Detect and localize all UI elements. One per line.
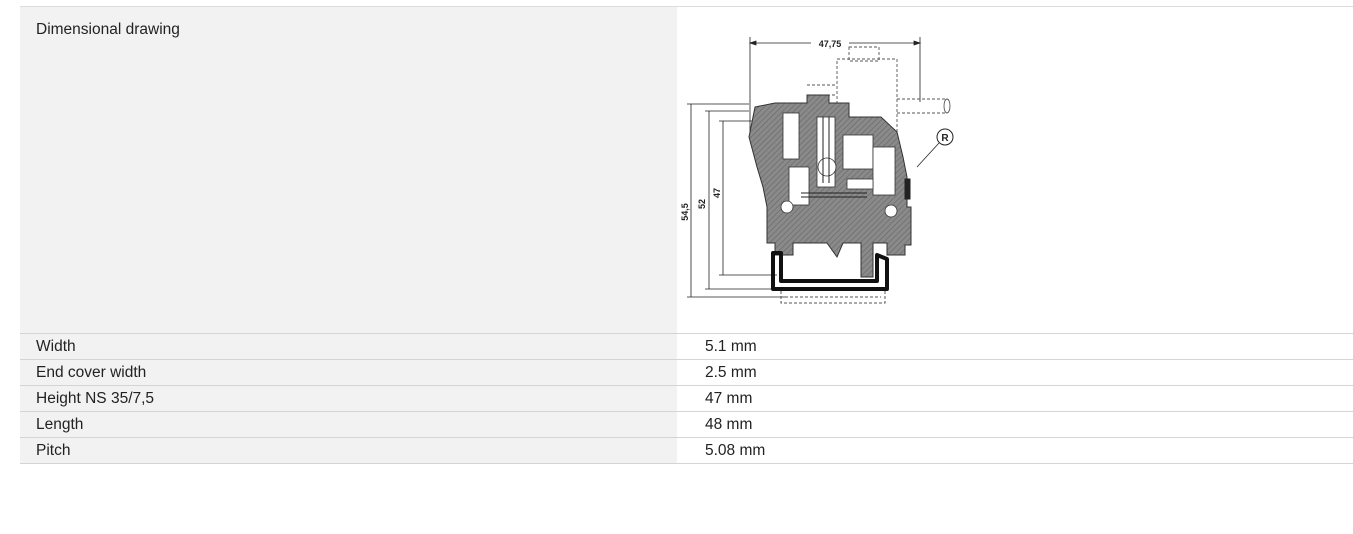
row-label: Height NS 35/7,5	[20, 386, 677, 411]
dim-h1-label: 54,5	[680, 203, 690, 221]
row-value: 2.5 mm	[677, 360, 1353, 385]
row-value: 5.08 mm	[677, 438, 1353, 463]
table-row: Length 48 mm	[20, 412, 1353, 438]
row-value: 47 mm	[677, 386, 1353, 411]
internal-details	[801, 117, 911, 200]
table-row: Width 5.1 mm	[20, 334, 1353, 360]
row-label: Length	[20, 412, 677, 437]
dimensional-drawing: 47,75 54,5 52 47	[680, 36, 954, 304]
drawing-cell: 47,75 54,5 52 47	[677, 7, 1353, 333]
din-rail	[771, 251, 889, 291]
registered-mark-label: R	[941, 133, 949, 144]
table-row: End cover width 2.5 mm	[20, 360, 1353, 386]
dim-width-label: 47,75	[819, 39, 842, 49]
dim-h3-label: 47	[712, 188, 722, 198]
table-row: Height NS 35/7,5 47 mm	[20, 386, 1353, 412]
row-label: End cover width	[20, 360, 677, 385]
table-row-dimensional-drawing: Dimensional drawing 47	[20, 7, 1353, 334]
registered-mark	[936, 128, 954, 146]
row-label: Dimensional drawing	[20, 7, 677, 333]
row-value: 5.1 mm	[677, 334, 1353, 359]
left-dimensions	[687, 103, 787, 298]
row-label: Pitch	[20, 438, 677, 463]
row-value: 48 mm	[677, 412, 1353, 437]
row-label: Width	[20, 334, 677, 359]
internal-cutouts	[780, 112, 898, 218]
table-row: Pitch 5.08 mm	[20, 438, 1353, 464]
din-rail-alt	[780, 291, 886, 304]
spec-table: Dimensional drawing 47	[20, 6, 1353, 464]
dim-h2-label: 52	[697, 199, 707, 209]
